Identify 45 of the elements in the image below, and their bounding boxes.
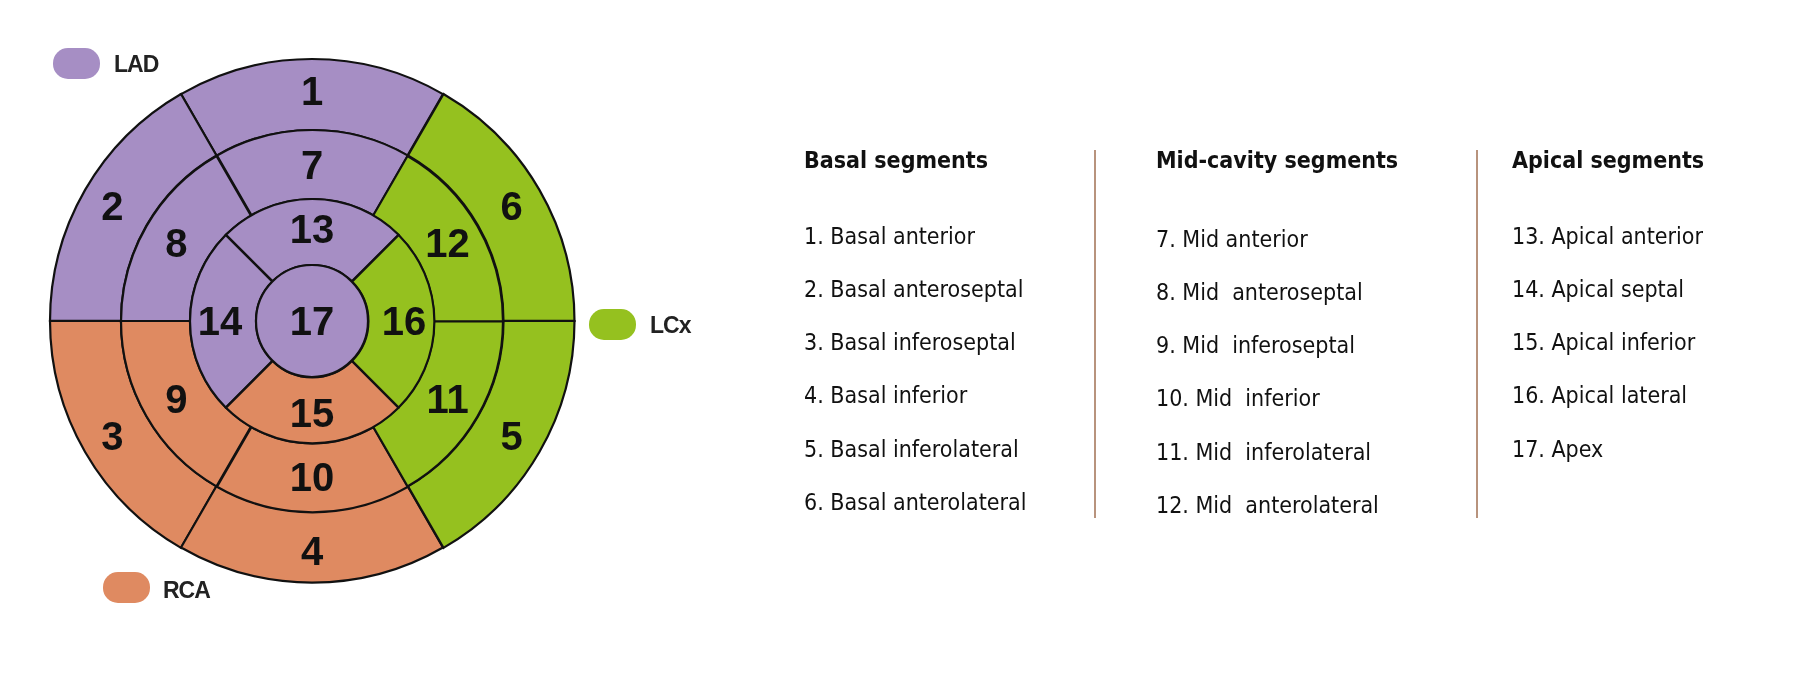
segment-name: 14. Apical septal	[1512, 276, 1685, 302]
segment-name: 16. Apical lateral	[1512, 382, 1688, 408]
segment-name: 3. Basal inferoseptal	[804, 329, 1016, 355]
legend-label: LAD	[114, 50, 159, 78]
segment-name: 1. Basal anterior	[804, 223, 975, 249]
segment-number: 10	[289, 457, 335, 498]
segment-number: 11	[426, 379, 469, 420]
segment	[190, 234, 273, 408]
segment-number: 6	[500, 185, 523, 226]
segment	[225, 360, 399, 443]
segment-number: 17	[289, 301, 335, 341]
segment-number: 1	[300, 70, 324, 111]
legend-label: LCx	[650, 311, 691, 339]
segment-name: 5. Basal inferolateral	[804, 436, 1019, 462]
segment-name: 11. Mid inferolateral	[1156, 439, 1372, 465]
segment-number: 12	[425, 222, 470, 263]
segment-name: 13. Apical anterior	[1512, 223, 1703, 249]
segment-number: 4	[300, 531, 324, 572]
segment	[216, 426, 408, 512]
segment-number: 15	[289, 393, 335, 433]
segment-name: 15. Apical inferior	[1512, 329, 1696, 355]
segment	[256, 265, 368, 377]
segment-number: 8	[165, 222, 188, 263]
segment-name: 17. Apex	[1512, 436, 1604, 462]
segment-number: 13	[289, 209, 335, 249]
segment-number: 16	[381, 301, 427, 341]
segment-name: 4. Basal inferior	[804, 382, 968, 408]
segment-name: 9. Mid inferoseptal	[1156, 332, 1355, 358]
segment-number: 2	[101, 185, 124, 226]
column-heading: Basal segments	[804, 147, 988, 173]
column-heading: Apical segments	[1512, 147, 1705, 173]
segment-name: 10. Mid inferior	[1156, 385, 1320, 411]
segment-number: 3	[101, 416, 124, 457]
segment	[216, 130, 408, 216]
segment-name: 2. Basal anteroseptal	[804, 276, 1024, 302]
segment-name: 8. Mid anteroseptal	[1156, 279, 1363, 305]
segment-number: 7	[300, 144, 324, 185]
segment-number: 5	[500, 416, 523, 457]
segment-number: 9	[165, 379, 188, 420]
legend-label: RCA	[163, 576, 210, 604]
segment-number: 14	[197, 301, 243, 341]
segment-name: 6. Basal anterolateral	[804, 489, 1027, 515]
segment-name: 12. Mid anterolateral	[1156, 492, 1379, 518]
segment-name: 7. Mid anterior	[1156, 226, 1308, 252]
column-heading: Mid-cavity segments	[1156, 147, 1399, 173]
